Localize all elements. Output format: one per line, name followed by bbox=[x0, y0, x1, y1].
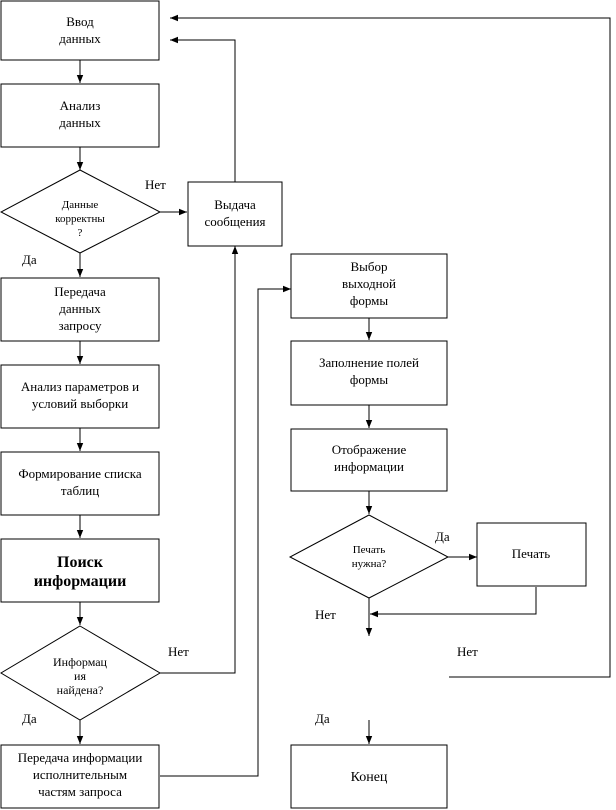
node-end-line-1: Конец bbox=[351, 770, 388, 785]
node-fill: Заполнение полей формы bbox=[290, 340, 448, 406]
node-params: Анализ параметров и условий выборки bbox=[0, 364, 160, 429]
label-check-yes: Да bbox=[22, 252, 37, 267]
decision-check-line-3: ? bbox=[78, 227, 83, 239]
node-choose-line-2: выходной bbox=[342, 276, 396, 291]
label-found-yes: Да bbox=[22, 711, 37, 726]
node-params-line-1: Анализ параметров и bbox=[21, 379, 139, 394]
node-transfer-line-2: данных bbox=[59, 301, 101, 316]
node-exec-line-3: частям запроса bbox=[38, 784, 122, 799]
node-message-line-1: Выдача bbox=[214, 197, 256, 212]
label-loop-no: Нет bbox=[457, 644, 478, 659]
node-transfer: Передача данных запросу bbox=[0, 277, 160, 342]
node-display: Отображение информации bbox=[290, 428, 448, 492]
decision-found-line-2: ия bbox=[74, 669, 86, 683]
decision-check: Данные корректны ? bbox=[0, 169, 162, 254]
decision-found-line-3: найдена? bbox=[57, 683, 104, 697]
node-print-line-1: Печать bbox=[512, 546, 550, 561]
node-message: Выдача сообщения bbox=[187, 181, 283, 247]
node-input-line-1: Ввод bbox=[66, 14, 94, 29]
node-display-line-1: Отображение bbox=[332, 442, 407, 457]
node-choose: Выбор выходной формы bbox=[290, 253, 448, 319]
label-print-no: Нет bbox=[315, 607, 336, 622]
arrow-print-return bbox=[370, 587, 537, 618]
node-choose-line-3: формы bbox=[350, 293, 388, 308]
node-exec: Передача информации исполнительным частя… bbox=[0, 744, 160, 809]
node-analysis-line-2: данных bbox=[59, 115, 101, 130]
node-search-line-2: информации bbox=[34, 573, 127, 590]
node-tables-line-2: таблиц bbox=[61, 483, 99, 498]
node-input: Ввод данных bbox=[0, 0, 160, 61]
node-search: Поиск информации bbox=[0, 538, 160, 603]
node-fill-line-1: Заполнение полей bbox=[319, 355, 419, 370]
node-print: Печать bbox=[476, 522, 587, 587]
node-params-line-2: условий выборки bbox=[32, 396, 128, 411]
node-analysis-line-1: Анализ bbox=[60, 98, 101, 113]
arrow-message-input bbox=[170, 36, 236, 182]
node-end: Конец bbox=[290, 744, 448, 809]
node-search-line-1: Поиск bbox=[57, 554, 104, 571]
label-print-yes: Да bbox=[435, 529, 450, 544]
node-analysis: Анализ данных bbox=[0, 83, 160, 148]
node-message-line-2: сообщения bbox=[204, 214, 265, 229]
arrow-exec-choose bbox=[160, 285, 291, 777]
node-exec-line-2: исполнительным bbox=[33, 767, 127, 782]
label-found-no: Нет bbox=[168, 644, 189, 659]
decision-found-line-1: Информац bbox=[53, 655, 108, 669]
node-fill-line-2: формы bbox=[350, 372, 388, 387]
decision-print-line-2: нужна? bbox=[352, 558, 387, 570]
label-check-no: Нет bbox=[145, 177, 166, 192]
node-transfer-line-1: Передача bbox=[54, 284, 106, 299]
node-exec-line-1: Передача информации bbox=[18, 750, 143, 765]
decision-check-line-2: корректны bbox=[55, 213, 105, 225]
arrow-found-message bbox=[160, 246, 239, 674]
node-tables-line-1: Формирование списка bbox=[18, 466, 142, 481]
node-input-line-2: данных bbox=[59, 31, 101, 46]
node-display-line-2: информации bbox=[334, 459, 404, 474]
arrow-loop-input bbox=[170, 14, 611, 678]
decision-print: Печать нужна? bbox=[288, 514, 450, 599]
node-tables: Формирование списка таблиц bbox=[0, 451, 160, 516]
node-transfer-line-3: запросу bbox=[58, 318, 102, 333]
decision-check-line-1: Данные bbox=[62, 199, 99, 211]
decision-found: Информац ия найдена? bbox=[0, 625, 161, 721]
decision-print-line-1: Печать bbox=[353, 544, 386, 556]
node-choose-line-1: Выбор bbox=[350, 259, 387, 274]
connectors bbox=[76, 14, 611, 777]
label-end-yes: Да bbox=[315, 711, 330, 726]
